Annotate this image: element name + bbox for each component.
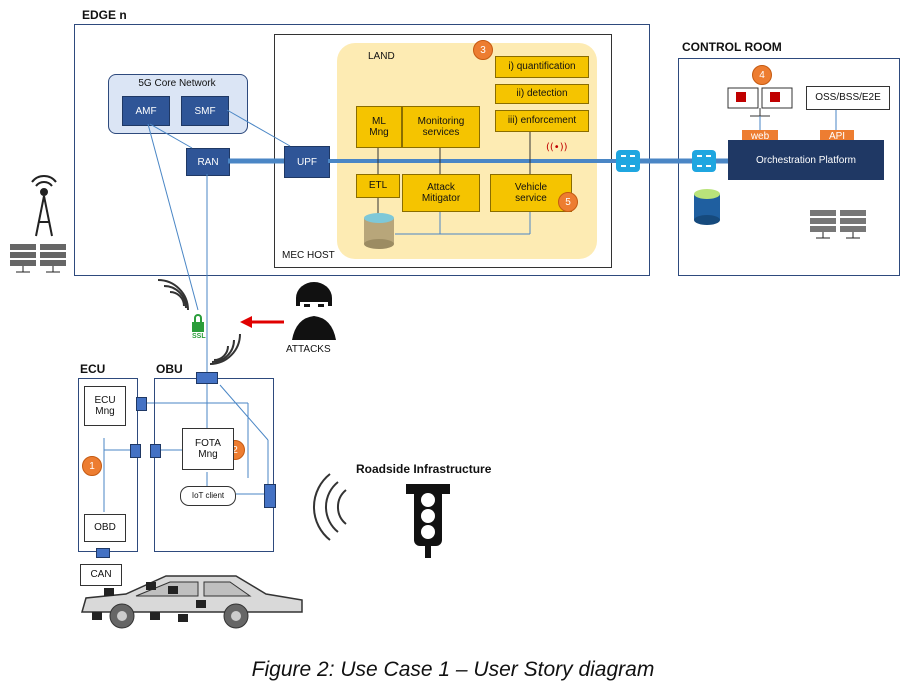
amf-ran-link bbox=[149, 123, 193, 149]
edge-label: EDGE n bbox=[82, 8, 127, 22]
switch-icon-edge bbox=[616, 150, 640, 172]
ssl-lock-icon bbox=[192, 314, 204, 332]
wireless-signal-icon-roadside bbox=[313, 473, 347, 541]
obu-port-middle bbox=[150, 444, 161, 458]
ecu-port-upper bbox=[136, 397, 147, 411]
obd-block: OBD bbox=[84, 514, 126, 542]
signal-alert-icon: ((•)) bbox=[546, 142, 568, 153]
hacker-icon bbox=[292, 282, 336, 340]
obu-label: OBU bbox=[156, 362, 183, 376]
attacks-label: ATTACKS bbox=[286, 344, 331, 355]
enforcement-block: iii) enforcement bbox=[495, 110, 589, 132]
can-port bbox=[96, 548, 110, 558]
ssl-label: SSL bbox=[192, 333, 206, 340]
antenna-tower-icon bbox=[31, 175, 57, 237]
ecu-label: ECU bbox=[80, 362, 106, 376]
obu-top-port bbox=[196, 372, 218, 384]
step-5-badge: 5 bbox=[558, 192, 578, 212]
attack-arrow-icon bbox=[240, 316, 284, 328]
oss-bss-box: OSS/BSS/E2E bbox=[806, 86, 890, 110]
amf-node: AMF bbox=[122, 96, 170, 126]
control-room-label: CONTROL ROOM bbox=[682, 40, 782, 54]
ecu-port-middle bbox=[130, 444, 141, 458]
traffic-light-icon bbox=[406, 484, 450, 558]
smf-node: SMF bbox=[181, 96, 229, 126]
ml-mng-block: ML Mng bbox=[356, 106, 402, 148]
figure-caption: Figure 2: Use Case 1 – User Story diagra… bbox=[251, 658, 655, 681]
obu-right-port bbox=[264, 484, 276, 508]
monitoring-services-block: Monitoring services bbox=[402, 106, 480, 148]
database-icon-control bbox=[694, 189, 720, 225]
can-block: CAN bbox=[80, 564, 122, 586]
ecu-mng-block: ECU Mng bbox=[84, 386, 126, 426]
wireless-signal-icon-lower bbox=[209, 333, 241, 365]
orchestration-platform: Orchestration Platform bbox=[728, 140, 884, 180]
ran-node: RAN bbox=[186, 148, 230, 176]
detection-block: ii) detection bbox=[495, 84, 589, 104]
attack-mitigator-block: Attack Mitigator bbox=[402, 174, 480, 212]
land-label: LAND bbox=[368, 51, 395, 62]
quantification-block: i) quantification bbox=[495, 56, 589, 78]
mec-host-label: MEC HOST bbox=[282, 250, 335, 261]
switch-icon-control bbox=[692, 150, 716, 172]
core-network-title: 5G Core Network bbox=[138, 78, 216, 89]
roadside-label: Roadside Infrastructure bbox=[356, 462, 492, 476]
upf-node: UPF bbox=[284, 146, 330, 178]
server-rack-icon-right bbox=[810, 210, 866, 239]
monitor-icon-pair bbox=[727, 87, 793, 117]
server-rack-icon-left bbox=[10, 244, 66, 273]
fota-mng-block: FOTA Mng bbox=[182, 428, 234, 470]
amf-ssl-link bbox=[147, 123, 199, 311]
etl-block: ETL bbox=[356, 174, 400, 198]
smf-upf-link bbox=[226, 109, 291, 147]
car-icon bbox=[81, 575, 303, 629]
step-1-badge: 1 bbox=[82, 456, 102, 476]
iot-client-block: IoT client bbox=[180, 486, 236, 506]
step-3-badge: 3 bbox=[473, 40, 493, 60]
step-4-badge: 4 bbox=[752, 65, 772, 85]
database-icon-land bbox=[364, 213, 394, 249]
wireless-signal-icon-upper bbox=[157, 279, 189, 311]
